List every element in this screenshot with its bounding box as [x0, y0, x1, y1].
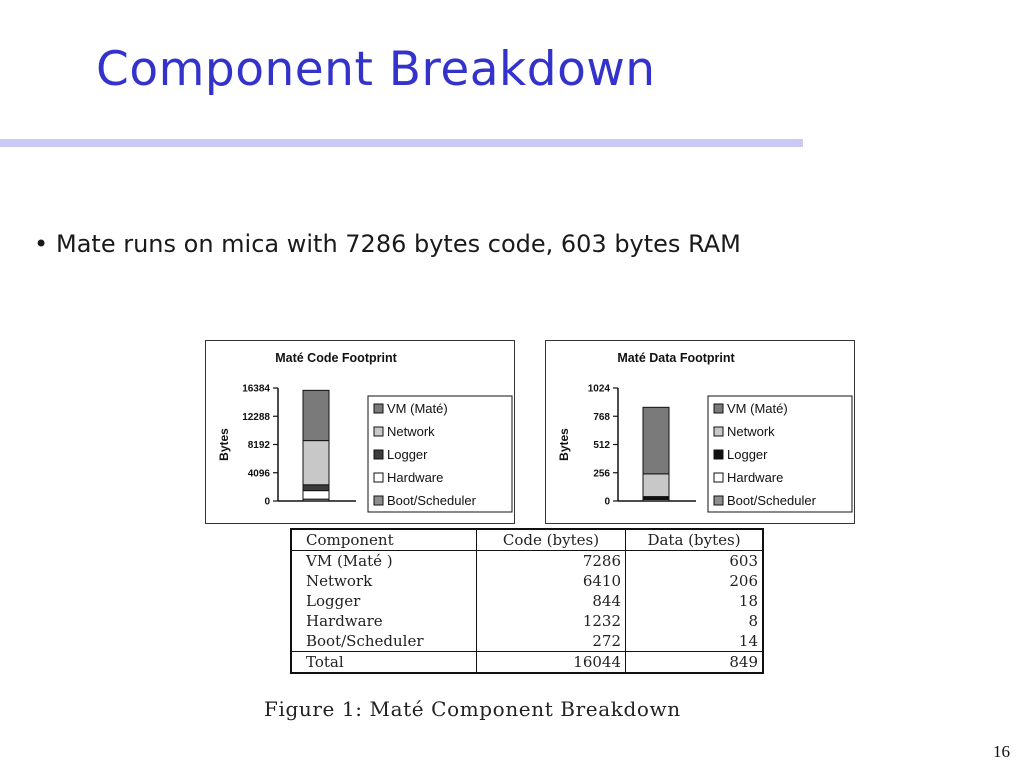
- column-header-component: Component: [291, 529, 477, 551]
- bar-segment: [302, 490, 330, 500]
- slide-title: Component Breakdown: [96, 42, 656, 97]
- component-name-cell: Network: [306, 572, 373, 590]
- total-code-cell: 16044: [476, 651, 626, 673]
- y-tick-label: 512: [593, 440, 610, 451]
- slide-number: 16: [993, 742, 1010, 761]
- legend-swatch: [373, 495, 384, 506]
- table-header-row: Component Code (bytes) Data (bytes): [291, 529, 763, 551]
- legend-swatch: [373, 472, 384, 483]
- code-bytes-cell: 7286: [476, 550, 626, 571]
- legend-label: Logger: [387, 447, 428, 462]
- column-header-data: Data (bytes): [625, 529, 763, 551]
- chart-title: Maté Data Footprint: [617, 351, 735, 365]
- y-tick-label: 12288: [242, 412, 270, 423]
- data-bytes-cell: 206: [625, 571, 763, 591]
- component-name-cell: Hardware: [306, 612, 383, 630]
- bar-segment: [642, 473, 670, 498]
- legend-swatch: [713, 495, 724, 506]
- bar-segment: [302, 440, 330, 486]
- bullet-item: •Mate runs on mica with 7286 bytes code,…: [34, 230, 741, 258]
- data-bytes-cell: 603: [625, 550, 763, 571]
- legend-swatch: [713, 426, 724, 437]
- legend-label: Hardware: [387, 470, 443, 485]
- chart-title: Maté Code Footprint: [275, 351, 397, 365]
- legend-label: VM (Maté): [387, 401, 448, 416]
- code-bytes-cell: 6410: [476, 571, 626, 591]
- legend-label: Network: [727, 424, 775, 439]
- y-tick-label: 4096: [248, 468, 271, 479]
- bar-segment: [642, 406, 670, 475]
- total-label-cell: Total: [291, 651, 477, 673]
- legend-swatch: [373, 449, 384, 460]
- legend-label: Hardware: [727, 470, 783, 485]
- bullet-dot-icon: •: [34, 230, 49, 258]
- legend-swatch: [713, 449, 724, 460]
- data-bytes-cell: 14: [625, 631, 763, 652]
- legend-swatch: [373, 426, 384, 437]
- component-name-cell: VM (Maté ): [306, 552, 393, 570]
- title-divider: [0, 139, 803, 147]
- code-bytes-cell: 844: [476, 591, 626, 611]
- table-row: Network 6410 206: [291, 571, 763, 591]
- y-tick-label: 1024: [588, 384, 611, 395]
- legend-label: Boot/Scheduler: [387, 493, 477, 508]
- legend-swatch: [373, 403, 384, 414]
- code-bytes-cell: 272: [476, 631, 626, 652]
- column-header-code: Code (bytes): [476, 529, 626, 551]
- y-tick-label: 768: [593, 412, 610, 423]
- component-name-cell: Boot/Scheduler: [306, 632, 424, 650]
- table-row: Logger 844 18: [291, 591, 763, 611]
- bar-segment: [302, 389, 330, 442]
- table-row: VM (Maté ) 7286 603: [291, 550, 763, 571]
- bar-segment: [302, 484, 330, 492]
- y-tick-label: 0: [264, 497, 270, 508]
- y-tick-label: 8192: [248, 440, 271, 451]
- y-tick-label: 256: [593, 468, 610, 479]
- legend-label: Network: [387, 424, 435, 439]
- y-tick-label: 16384: [242, 384, 270, 395]
- component-name-cell: Logger: [306, 592, 361, 610]
- bullet-text: Mate runs on mica with 7286 bytes code, …: [56, 230, 741, 258]
- legend-label: Boot/Scheduler: [727, 493, 817, 508]
- figure-caption: Figure 1: Maté Component Breakdown: [264, 697, 681, 721]
- legend-box: [707, 395, 853, 513]
- legend-box: [367, 395, 513, 513]
- table-total-row: Total 16044 849: [291, 651, 763, 673]
- component-table: Component Code (bytes) Data (bytes) VM (…: [290, 528, 764, 674]
- total-data-cell: 849: [625, 651, 763, 673]
- y-tick-label: 0: [604, 497, 610, 508]
- y-axis-label: Bytes: [217, 428, 231, 461]
- code-bytes-cell: 1232: [476, 611, 626, 631]
- data-bytes-cell: 8: [625, 611, 763, 631]
- table-row: Boot/Scheduler 272 14: [291, 631, 763, 652]
- legend-swatch: [713, 472, 724, 483]
- y-axis-label: Bytes: [557, 428, 571, 461]
- legend-label: VM (Maté): [727, 401, 788, 416]
- data-bytes-cell: 18: [625, 591, 763, 611]
- table-row: Hardware 1232 8: [291, 611, 763, 631]
- legend-swatch: [713, 403, 724, 414]
- legend-label: Logger: [727, 447, 768, 462]
